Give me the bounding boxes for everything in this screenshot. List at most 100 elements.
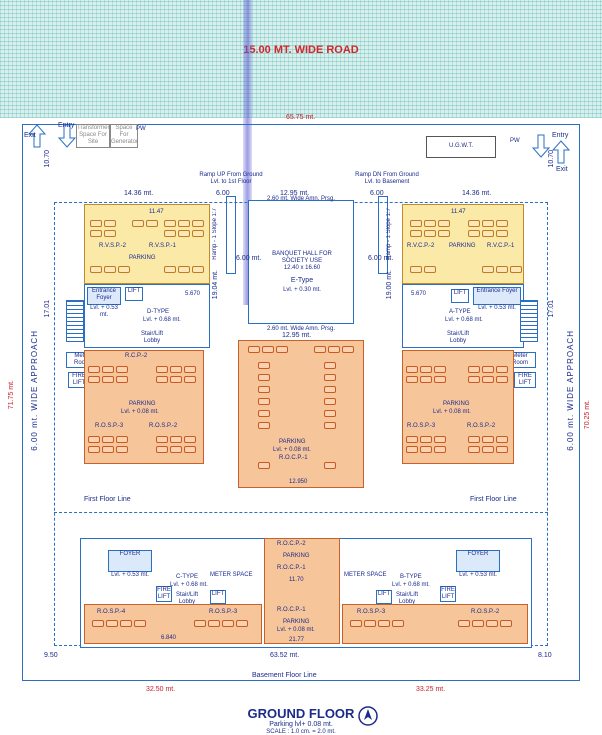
rcp-label: R.C.P.-2 (125, 353, 148, 359)
meter-space-left: METER SPACE (210, 572, 253, 578)
lower-rocp1b: R.O.C.P.-1 (277, 607, 306, 613)
left-lift: LIFT (125, 287, 143, 301)
lift-lower-left: LIFT (210, 590, 226, 604)
lift-lower-right: LIFT (376, 590, 392, 604)
banquet-label: BANQUET HALL FOR SOCIETY USE (272, 251, 332, 264)
dim-top-width: 65.75 mt. (286, 114, 316, 121)
amen-bottom: 2.60 mt. Wide Amn. Prsg. (266, 326, 336, 332)
road-title: 15.00 MT. WIDE ROAD (243, 44, 359, 56)
first-floor-right: First Floor Line (470, 496, 517, 503)
dim-6570-left: 5.670 (185, 291, 201, 297)
rvsp1-label: R.V.S.P.-1 (149, 243, 177, 249)
ramp-dn-label: Ramp DN From Ground Lvl. to Basement (355, 172, 419, 185)
exit-right-arrow (551, 140, 571, 164)
exit-left-arrow (27, 124, 47, 148)
entry-left-label: Entry (58, 122, 75, 129)
north-arrow-icon (358, 706, 378, 726)
ramp-up-label: Ramp UP From Ground Lvl. to 1st Floor (199, 172, 263, 185)
drawing-title: GROUND FLOOR (247, 706, 355, 721)
lower-stair-left: Stair/Lift Lobby (175, 592, 198, 605)
scan-stripe (243, 0, 252, 305)
dim-6b: 6.00 (370, 190, 384, 197)
etype-lvl: Lvl. + 0.30 mt. (283, 287, 321, 293)
left-top-stalls (84, 204, 210, 284)
rvcp1-label: R.V.C.P.-1 (487, 243, 515, 249)
dim-2177: 21.77 (289, 637, 305, 643)
dim-6a: 6.00 (216, 190, 230, 197)
amen-top: 2.60 mt. Wide Amn. Prsg. (266, 196, 336, 202)
center-rocp1: R.O.C.P.-1 (279, 455, 308, 461)
lower-left-rosp3: R.O.S.P.-3 (209, 609, 238, 615)
generator-space: Space For Generator (110, 124, 138, 148)
entry-left-arrow (57, 124, 77, 148)
dim-6-left: 6.00 mt. (236, 255, 262, 262)
pw-left: PW (136, 126, 146, 132)
fire-lift-lower-right: FIRE LIFT (440, 586, 456, 602)
lower-stair-right: Stair/Lift Lobby (395, 592, 418, 605)
ramp-up (226, 196, 236, 274)
dim-1070-right: 10.70 (548, 150, 555, 168)
etype-label: E-Type (290, 277, 314, 284)
dim-bottom-width: 63.52 mt. (270, 652, 300, 659)
left-orange-stalls (84, 350, 204, 464)
dim-1900: 19.00 mt. (386, 270, 393, 300)
dim-1701-left: 17.01 (44, 300, 51, 318)
ugwt-tank: U.G.W.T. (426, 136, 496, 158)
center-parking-lvl: Lvl. + 0.08 mt. (273, 447, 311, 453)
ugwt-label: U.G.W.T. (449, 143, 473, 149)
dim-12950: 12.950 (289, 479, 308, 485)
dim-6840: 6.840 (161, 635, 177, 641)
left-rosp3: R.O.S.P.-3 (95, 423, 124, 429)
fire-lift-lower-left: FIRE LIFT (156, 586, 172, 602)
right-lift: LIFT (451, 289, 469, 303)
center-parking-label: PARKING (279, 439, 306, 445)
left-orange-lvl: Lvl. + 0.08 mt. (121, 409, 159, 415)
arrow-up-icon (551, 140, 571, 164)
drawing-subtitle: Parking lvl+ 0.08 mt. (269, 721, 333, 728)
banquet-size: 12.40 x 16.60 (283, 265, 321, 271)
btype-lvl: Lvl. + 0.68 mt. (392, 582, 430, 588)
dim-1070-left: 10.70 (44, 150, 51, 168)
dim-left-height: 71.75 mt. (8, 380, 15, 410)
rvcp2-label: R.V.C.P.-2 (407, 243, 435, 249)
dim-1904: 19.04 mt. (212, 270, 219, 300)
right-orange-stalls (402, 350, 514, 464)
road-strip (0, 0, 602, 118)
left-orange-parking: PARKING (129, 401, 156, 407)
basement-rule (70, 680, 532, 681)
left-entrance-foyer-lvl: Lvl. + 0.53 mt. (90, 305, 118, 318)
right-stair: Stair/Lift Lobby (446, 331, 469, 344)
dim-6-right: 6.00 mt. (368, 255, 394, 262)
lower-center-parking: R.O.C.P.-2 PARKING R.O.C.P.-1 11.70 R.O.… (264, 538, 340, 644)
dim-1170: 11.70 (289, 577, 304, 583)
approach-right: 6.00 mt. WIDE APPROACH (566, 330, 575, 451)
ctype-lvl: Lvl. + 0.68 mt. (170, 582, 208, 588)
ramp-slope-right: Ramp - 1 Slope 1:7 (386, 208, 392, 260)
transformer-space: Transformer Space For Site (76, 124, 110, 148)
left-core: Entrance Foyer Lvl. + 0.53 mt. LIFT D-TY… (84, 284, 210, 348)
banquet-hall: BANQUET HALL FOR SOCIETY USE 12.40 x 16.… (248, 200, 354, 324)
foyer-right: FOYER (456, 550, 500, 572)
right-rosp3: R.O.S.P.-3 (407, 423, 436, 429)
lower-left-stalls (84, 604, 262, 644)
lower-parking-a: PARKING (283, 553, 310, 559)
dtype-lvl: Lvl. + 0.68 mt. (143, 317, 181, 323)
right-staircase (520, 300, 538, 342)
first-floor-line (54, 512, 548, 513)
arrow-up-icon (27, 124, 47, 148)
foyer-left: FOYER (108, 550, 152, 572)
right-core: 5.670 LIFT Entrance Foyer Lvl. + 0.53 mt… (402, 284, 524, 348)
left-staircase (66, 300, 84, 342)
dim-1147-right: 11.47 (451, 209, 466, 215)
dim-wing-right: 14.36 mt. (462, 190, 492, 197)
entry-right-label: Entry (552, 132, 569, 139)
dim-bottom-left: 32.50 mt. (146, 686, 176, 693)
dim-right-height: 70.25 mt. (584, 400, 591, 430)
dim-810: 8.10 (538, 652, 552, 659)
dim-bottom-right: 33.25 mt. (416, 686, 446, 693)
lower-right-rosp3: R.O.S.P.-3 (357, 609, 386, 615)
exit-left-label: Exit (24, 132, 36, 139)
lower-right-rosp2: R.O.S.P.-2 (471, 609, 500, 615)
lower-rocp2: R.O.C.P.-2 (277, 541, 306, 547)
lower-parking-b: PARKING (283, 619, 310, 625)
